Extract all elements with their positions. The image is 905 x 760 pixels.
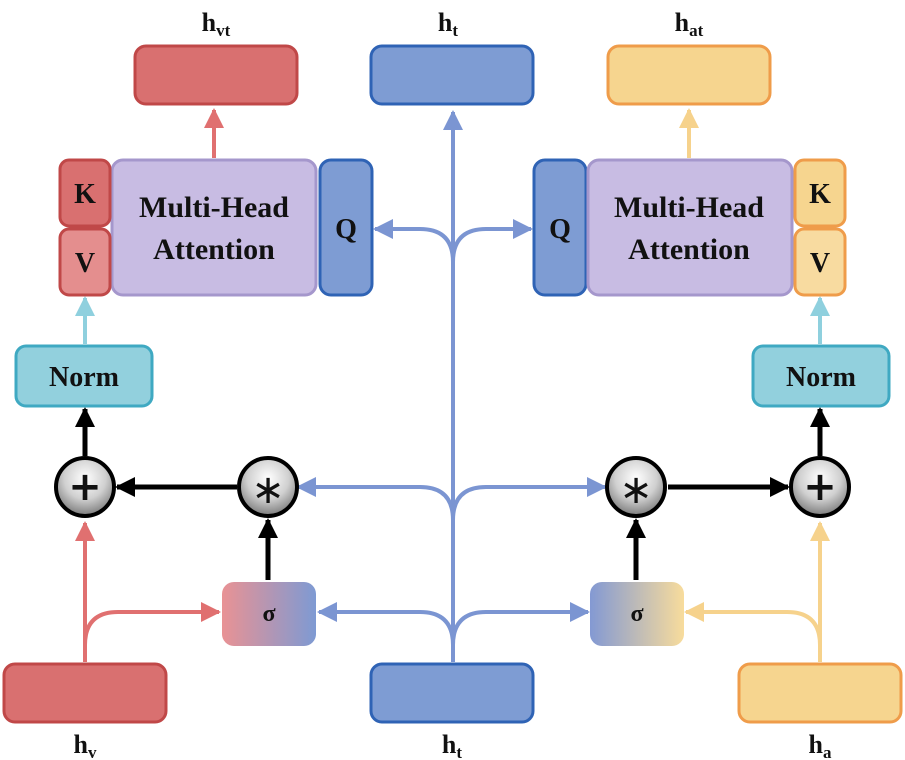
left-norm: Norm: [14, 344, 154, 408]
left-query-label: Q: [335, 214, 357, 245]
output-hat-label: hat: [675, 8, 704, 40]
input-ht-box: [369, 662, 535, 724]
right-attention-title-line2: Attention: [628, 233, 750, 266]
output-hvt: hvt: [133, 8, 299, 106]
output-hat-box: [606, 44, 772, 106]
right-gate: σ: [590, 582, 684, 646]
input-ha-box: [737, 662, 903, 724]
input-hv: hv: [2, 662, 168, 760]
left-norm-label: Norm: [49, 362, 119, 393]
input-ha-label: ha: [809, 730, 832, 760]
left-attention-block: Multi-Head Attention K V Q: [58, 158, 374, 297]
left-query-box: [318, 158, 374, 297]
right-attention-block: Q Multi-Head Attention K V: [532, 158, 847, 297]
right-value-box: [793, 227, 847, 297]
right-attention-box: [586, 158, 794, 297]
left-multiply-node: ∗: [237, 456, 299, 518]
right-gate-box: [590, 582, 684, 646]
right-add-node: +: [789, 456, 851, 518]
branch-to-left-multiply: [296, 477, 455, 521]
connectors: [75, 108, 830, 662]
input-hv-box: [2, 662, 168, 724]
input-ht: ht: [369, 662, 535, 760]
right-multiply-circle: [605, 456, 667, 518]
output-ht-label: ht: [438, 8, 458, 40]
ha-to-gate-arrow: [684, 602, 822, 646]
right-add-circle: [789, 456, 851, 518]
right-norm-label: Norm: [786, 362, 856, 393]
left-value-label: V: [75, 248, 95, 279]
right-value-label: V: [810, 248, 830, 279]
branch-to-right-multiply: [451, 477, 607, 521]
left-norm-box: [14, 344, 154, 408]
right-query-label: Q: [549, 214, 571, 245]
left-gate-box: [222, 582, 316, 646]
left-value-box: [58, 227, 112, 297]
right-key-label: K: [809, 179, 831, 210]
output-hvt-label: hvt: [202, 8, 231, 40]
input-ha: ha: [737, 662, 903, 760]
left-attention-box: [110, 158, 318, 297]
right-attention-title-line1: Multi-Head: [614, 191, 764, 224]
left-gate: σ: [222, 582, 316, 646]
right-query-box: [532, 158, 588, 297]
right-norm-box: [751, 344, 891, 408]
input-hv-label: hv: [74, 730, 97, 760]
right-norm: Norm: [751, 344, 891, 408]
left-add-circle: [54, 456, 116, 518]
branch-to-right-query: [451, 219, 533, 263]
branch-to-left-query: [373, 219, 455, 263]
output-ht: ht: [369, 8, 535, 106]
output-ht-box: [369, 44, 535, 106]
right-add-icon: +: [803, 464, 837, 510]
input-ht-label: ht: [442, 730, 462, 760]
left-add-node: +: [54, 456, 116, 518]
right-key-box: [793, 158, 847, 228]
left-gate-label: σ: [262, 601, 275, 627]
branch-to-right-gate: [451, 602, 590, 646]
right-gate-label: σ: [630, 601, 643, 627]
left-key-box: [58, 158, 112, 228]
left-multiply-icon: ∗: [251, 467, 285, 513]
left-add-icon: +: [68, 464, 102, 510]
output-hvt-box: [133, 44, 299, 106]
left-attention-title-line2: Attention: [153, 233, 275, 266]
right-multiply-icon: ∗: [619, 467, 653, 513]
left-attention-title-line1: Multi-Head: [139, 191, 289, 224]
branch-to-left-gate: [317, 602, 455, 646]
hv-to-gate-arrow: [83, 602, 221, 646]
left-key-label: K: [74, 179, 96, 210]
output-hat: hat: [606, 8, 772, 106]
right-multiply-node: ∗: [605, 456, 667, 518]
left-multiply-circle: [237, 456, 299, 518]
